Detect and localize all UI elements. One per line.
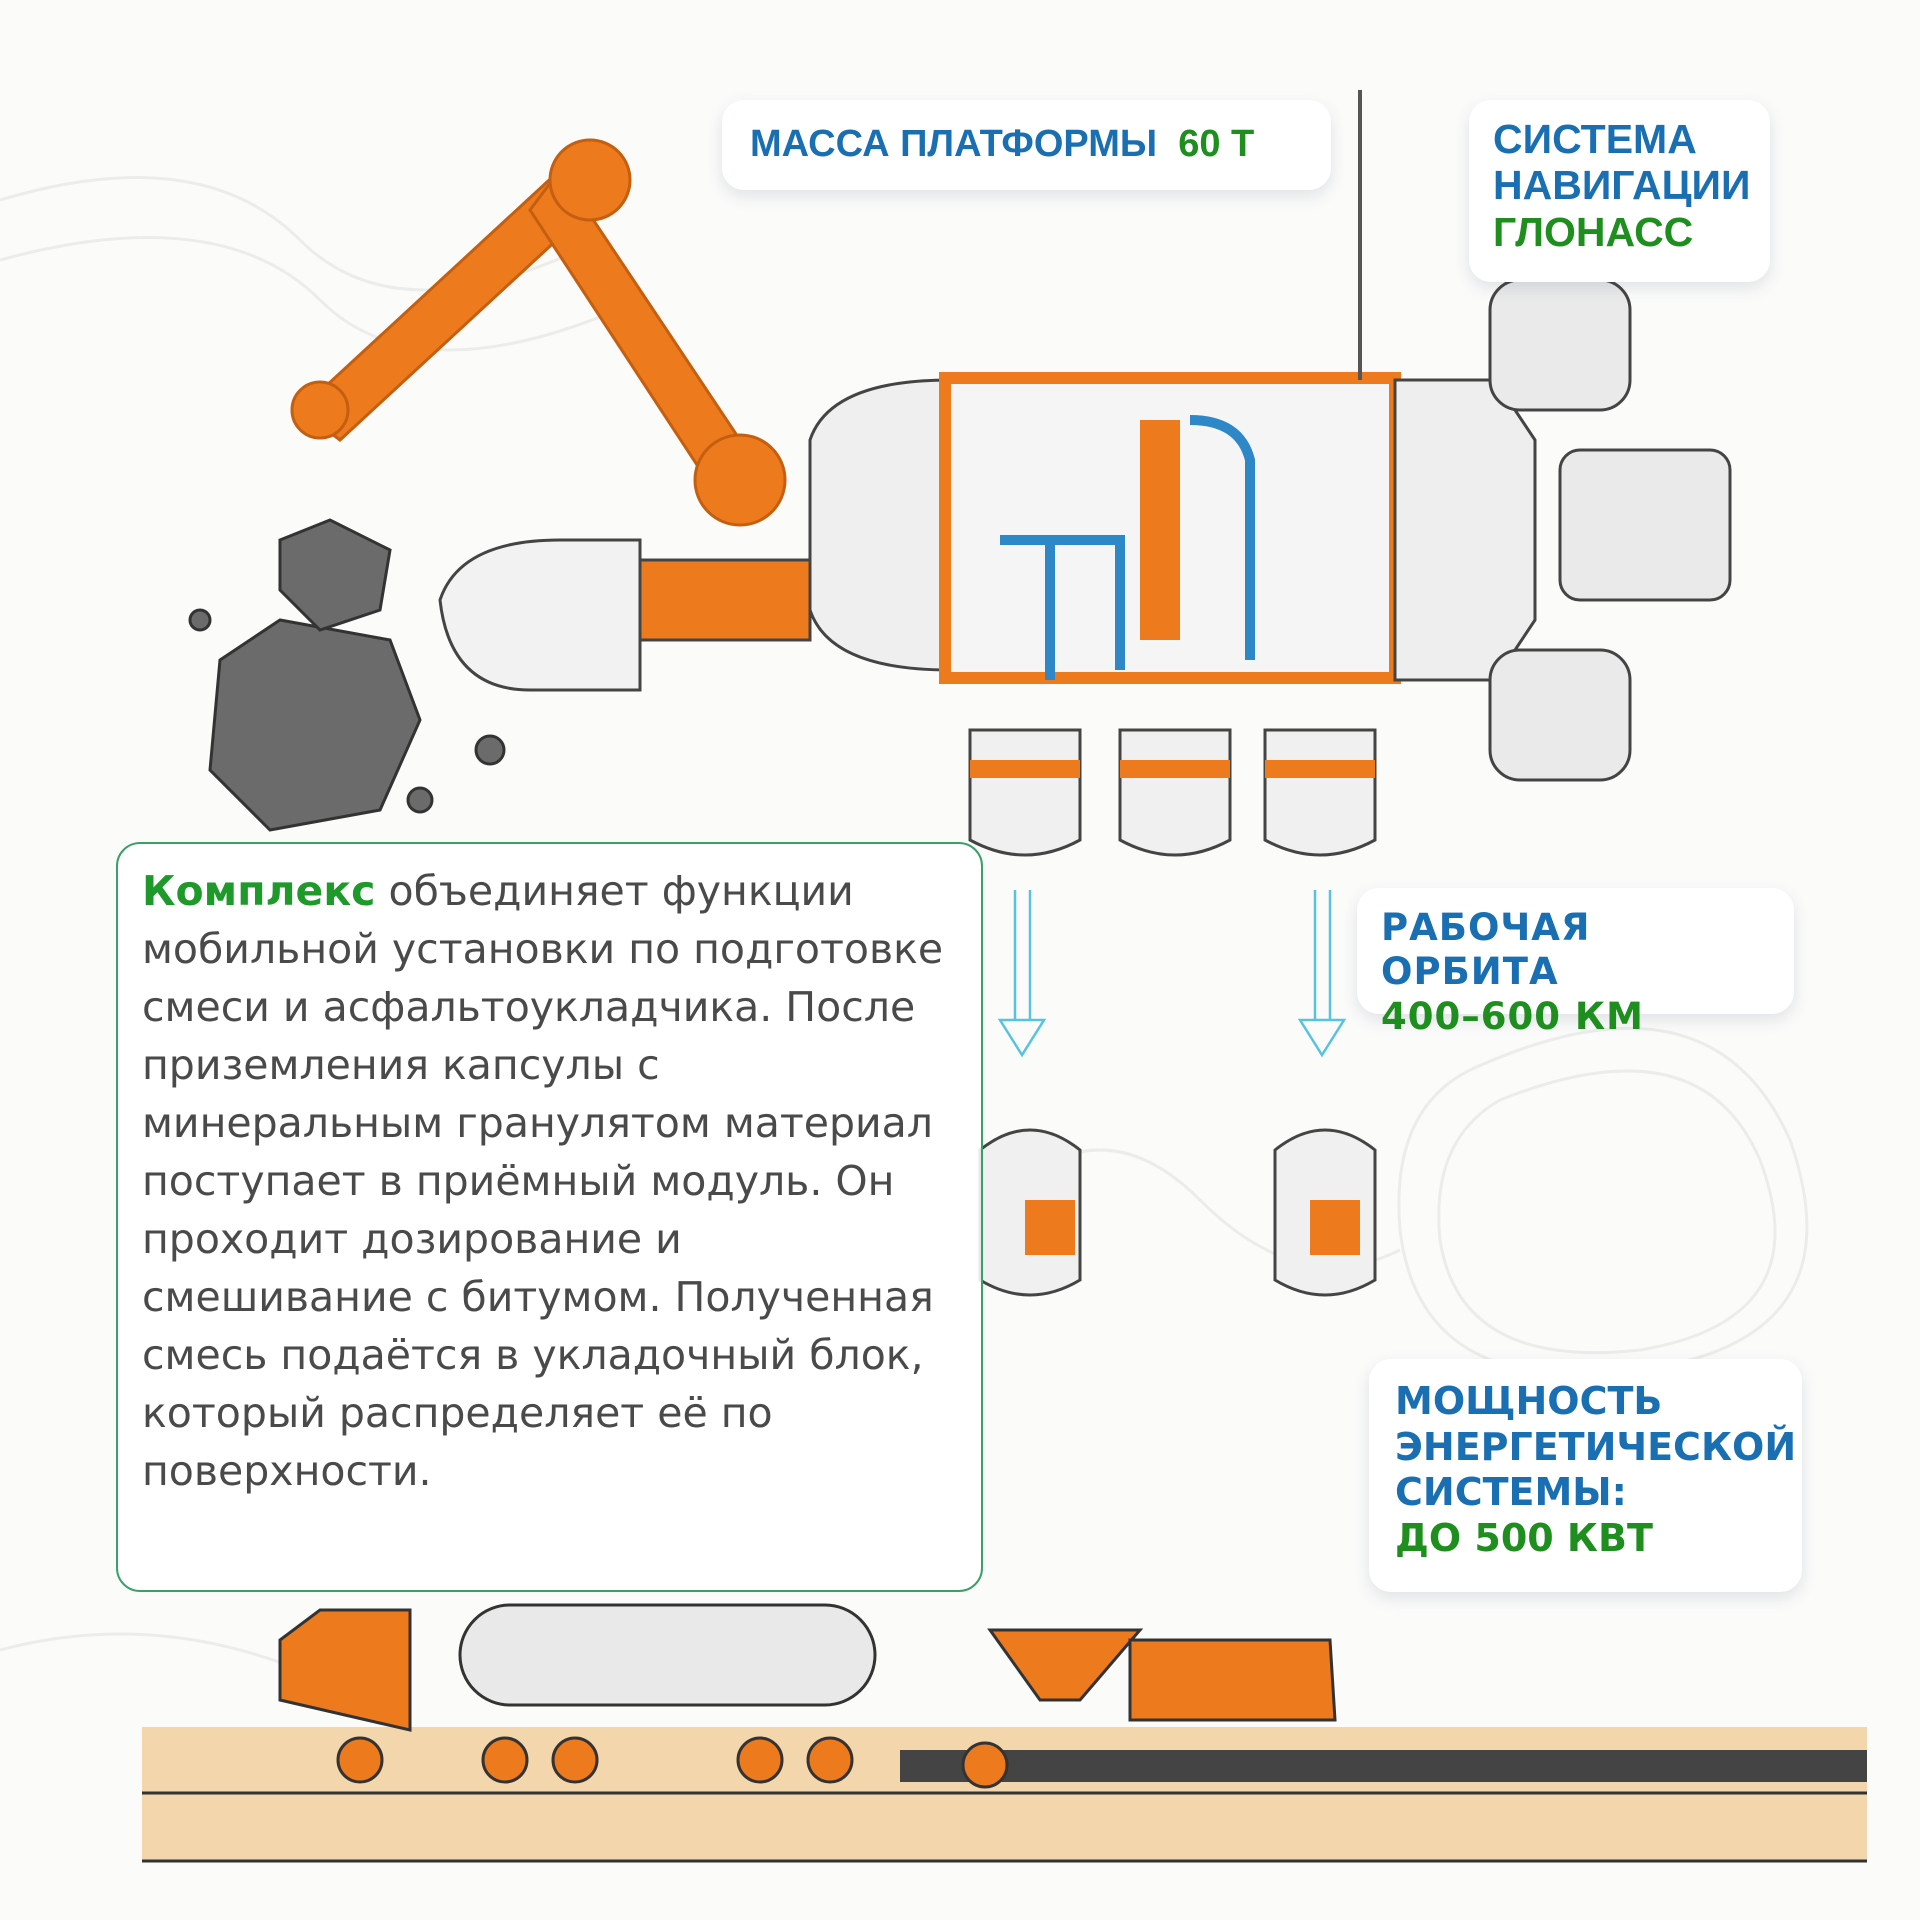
power-label-line1: МОЩНОСТЬ [1395, 1379, 1663, 1423]
working-orbit-callout: РАБОЧАЯ ОРБИТА 400–600 КМ [1357, 888, 1794, 1038]
power-system-callout: МОЩНОСТЬ ЭНЕРГЕТИЧЕСКОЙ СИСТЕМЫ: ДО 500 … [1369, 1359, 1802, 1592]
orbit-label: РАБОЧАЯ ОРБИТА [1381, 906, 1591, 994]
nav-label-line2: НАВИГАЦИИ [1493, 162, 1751, 209]
power-label-line2: ЭНЕРГЕТИЧЕСКОЙ [1395, 1424, 1797, 1469]
navigation-system-callout: СИСТЕМА НАВИГАЦИИ ГЛОНАСС [1469, 100, 1770, 282]
description-text: объединяет функции мобильной установки п… [142, 867, 944, 1495]
mass-value: 60 Т [1178, 123, 1255, 166]
description-highlight: Комплекс [142, 867, 376, 915]
platform-mass-callout: МАССА ПЛАТФОРМЫ 60 Т [722, 100, 1331, 190]
nav-label-line1: СИСТЕМА [1493, 116, 1697, 162]
mass-label: МАССА ПЛАТФОРМЫ [750, 123, 1158, 166]
description-panel: Комплекс объединяет функции мобильной ус… [116, 842, 983, 1592]
power-label-line3: СИСТЕМЫ: [1395, 1470, 1627, 1515]
orbit-value: 400–600 КМ [1381, 994, 1644, 1038]
nav-value: ГЛОНАСС [1493, 208, 1694, 255]
power-value: ДО 500 КВТ [1395, 1515, 1653, 1560]
